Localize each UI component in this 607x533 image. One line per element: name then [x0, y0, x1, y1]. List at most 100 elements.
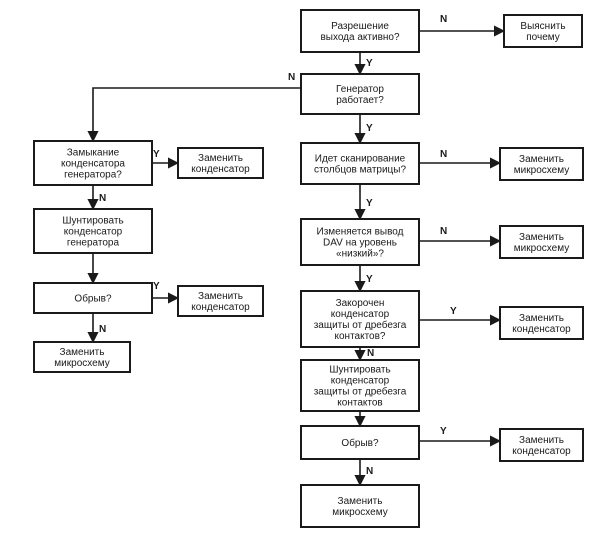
node-text-line: контактов? [335, 331, 386, 342]
node-text-line: Заменить [519, 154, 564, 165]
node-box [300, 359, 420, 412]
node-box [33, 208, 153, 254]
edge-label-yes: Y [366, 274, 373, 285]
node-text-line: конденсатор [64, 227, 123, 238]
node-text-line: Шунтировать [329, 365, 390, 376]
edge-label-no: N [440, 226, 447, 237]
node-text-line: Заменить [519, 313, 564, 324]
node-box [33, 140, 153, 186]
node-text-line: защиты от дребезга [314, 386, 407, 398]
node-text-line: Замыкание [67, 148, 120, 159]
node-text-line: микросхему [514, 243, 569, 254]
edge-label-no: N [367, 348, 374, 359]
node-text-line: защиты от дребезга [314, 319, 407, 331]
node-text-line: конденсатор [191, 164, 250, 175]
node-text-line: микросхему [54, 358, 109, 369]
node-box [503, 14, 583, 48]
node-text-line: Заменить [60, 347, 105, 358]
node-text-line: Заменить [519, 232, 564, 243]
edge-label-yes: Y [366, 123, 373, 134]
node-text-line: работает? [336, 94, 384, 106]
edge-label-yes: Y [366, 58, 373, 69]
edge-label-yes: Y [440, 426, 447, 437]
node-text-line: DAV на уровень [323, 238, 397, 249]
node-text-line: микросхему [332, 507, 387, 518]
edge-label-yes: Y [153, 281, 160, 292]
node-text-line: конденсатор [331, 309, 390, 320]
edge-label-no: N [99, 193, 106, 204]
edge-label-no: N [440, 149, 447, 160]
node-text-line: конденсатор [331, 376, 390, 387]
node-box [300, 73, 420, 115]
edge-label-no: N [366, 466, 373, 477]
node-box [499, 428, 584, 462]
node-text-line: «низкий»? [336, 249, 384, 260]
edge-label-no: N [440, 14, 447, 25]
node-text-line: Идет сканирование [315, 154, 406, 165]
edge-label-no: N [288, 72, 295, 83]
node-box [177, 285, 264, 317]
edge-label-yes: Y [153, 149, 160, 160]
edge-label-yes: Y [366, 198, 373, 209]
node-box [177, 147, 264, 179]
node-box [300, 425, 420, 460]
node-text-line: конденсатор [512, 324, 571, 335]
node-text-line: конденсатора [61, 159, 125, 170]
edge-label-no: N [99, 324, 106, 335]
q-break-2-decision-box: Обрыв? [300, 425, 420, 460]
node-text-line: Шунтировать [62, 216, 123, 227]
node-text-line: Заменить [338, 496, 383, 507]
node-box [300, 218, 420, 266]
node-text-line: Изменяется вывод [317, 227, 404, 238]
node-text-line: столбцов матрицы? [314, 164, 406, 176]
node-text-line: микросхему [514, 165, 569, 176]
node-text-line: Генератор [336, 84, 384, 95]
node-text-line: контактов [337, 398, 382, 409]
node-text-line: генератора [67, 238, 120, 249]
edge-label-yes: Y [450, 306, 457, 317]
node-text-line: генератора? [64, 170, 122, 181]
node-text-line: Разрешение [331, 21, 389, 32]
node-box [300, 290, 420, 348]
node-text-line: Заменить [198, 153, 243, 164]
node-box [300, 142, 420, 185]
node-text-line: Заменить [198, 291, 243, 302]
node-box [499, 225, 584, 259]
node-text-line: Заменить [519, 435, 564, 446]
q-break-1-decision-box: Обрыв? [33, 282, 153, 314]
node-text-line: Обрыв? [341, 437, 379, 449]
node-text-line: Закорочен [336, 298, 385, 309]
node-text-line: конденсатор [191, 302, 250, 313]
node-box [499, 306, 584, 340]
node-box [33, 341, 131, 373]
node-box [33, 282, 153, 314]
node-text-line: конденсатор [512, 446, 571, 457]
node-text-line: почему [526, 32, 560, 43]
node-text-line: Выяснить [520, 21, 565, 32]
node-box [499, 147, 584, 181]
node-box [300, 9, 420, 53]
flow-arrow [87, 87, 301, 143]
node-text-line: выхода активно? [320, 32, 400, 43]
node-box [300, 484, 420, 528]
node-text-line: Обрыв? [74, 293, 112, 305]
